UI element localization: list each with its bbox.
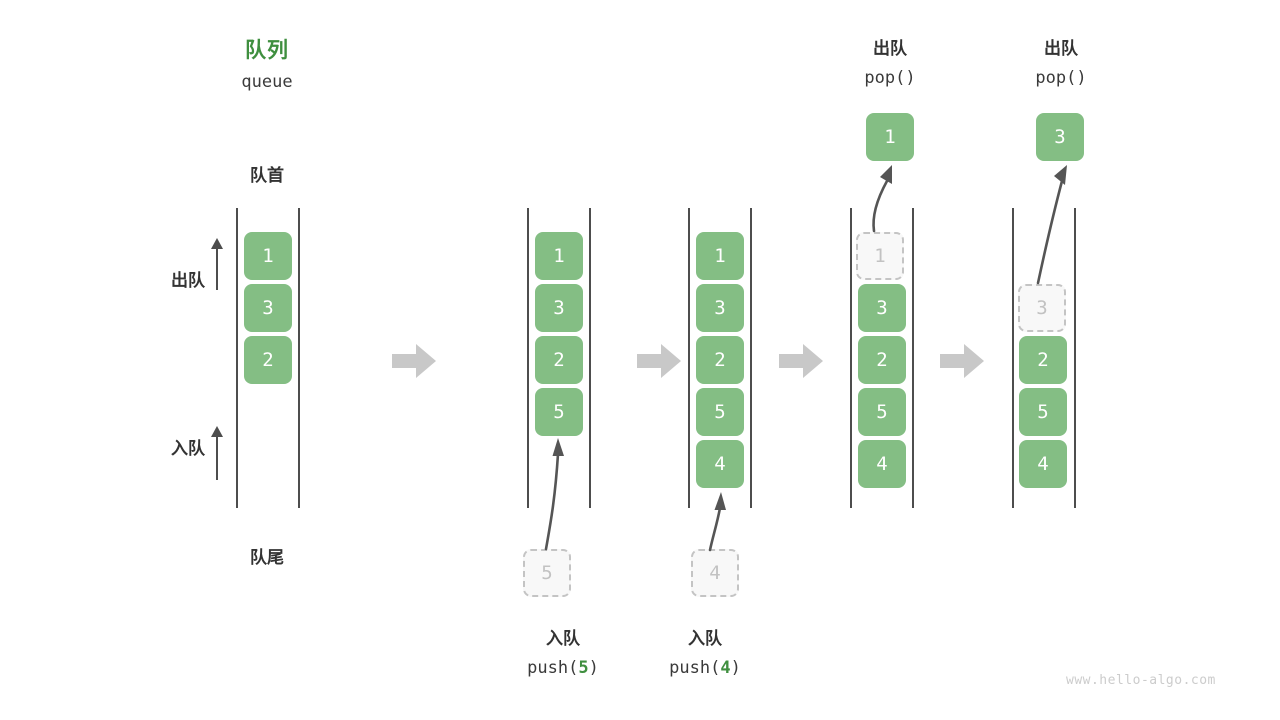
push-operation-code: push(5) [493,658,633,678]
queue-item-new: 4 [696,440,744,488]
queue-rail-left-stage-1 [236,208,238,508]
queue-item: 2 [858,336,906,384]
site-watermark: www.hello-algo.com [1066,673,1216,688]
queue-item: 5 [1019,388,1067,436]
dequeue-direction-label: 出队 [171,271,205,290]
queue-item: 5 [696,388,744,436]
queue-rail-right-stage-4 [912,208,914,508]
enqueue-direction-arrow-icon [209,426,225,480]
queue-item: 5 [858,388,906,436]
queue-item: 2 [1019,336,1067,384]
push-operation-label-cn: 入队 [688,629,722,648]
queue-rail-right-stage-2 [589,208,591,508]
step-arrow-icon [940,344,984,378]
push-code-suffix: ) [588,658,599,678]
push-code-prefix: push( [527,658,579,678]
push-motion-arrow-icon [698,490,734,552]
diagram-title-cn: 队列 [245,39,289,62]
queue-item-popped: 3 [1036,113,1084,161]
queue-rail-right-stage-5 [1074,208,1076,508]
pop-motion-arrow-icon [866,163,906,233]
push-operation-code: push(4) [635,658,775,678]
dequeue-direction-arrow-icon [209,238,225,290]
queue-rail-left-stage-2 [527,208,529,508]
queue-item: 1 [535,232,583,280]
queue-item: 2 [244,336,292,384]
queue-rail-left-stage-5 [1012,208,1014,508]
queue-rail-left-stage-4 [850,208,852,508]
queue-rail-left-stage-3 [688,208,690,508]
queue-head-label: 队首 [250,166,284,185]
queue-item: 3 [244,284,292,332]
step-arrow-icon [392,344,436,378]
queue-item-new: 5 [535,388,583,436]
push-code-arg: 4 [720,658,731,678]
queue-item-ghost-removed: 1 [856,232,904,280]
push-operation-label-cn: 入队 [546,629,580,648]
queue-item: 2 [696,336,744,384]
queue-item: 1 [244,232,292,280]
queue-item: 1 [696,232,744,280]
queue-item-ghost-removed: 3 [1018,284,1066,332]
queue-item: 2 [535,336,583,384]
queue-item: 3 [535,284,583,332]
push-code-prefix: push( [669,658,721,678]
queue-item-ghost-incoming: 4 [691,549,739,597]
push-motion-arrow-icon [530,436,570,551]
queue-item-ghost-incoming: 5 [523,549,571,597]
pop-operation-code: pop() [864,68,916,88]
queue-item: 4 [858,440,906,488]
queue-rail-right-stage-3 [750,208,752,508]
pop-operation-label-cn: 出队 [1044,39,1078,58]
pop-operation-code: pop() [1035,68,1087,88]
queue-item-popped: 1 [866,113,914,161]
pop-motion-arrow-icon [1030,163,1078,285]
step-arrow-icon [779,344,823,378]
queue-rail-right-stage-1 [298,208,300,508]
push-code-suffix: ) [730,658,741,678]
queue-tail-label: 队尾 [250,548,284,567]
pop-operation-label-cn: 出队 [873,39,907,58]
push-code-arg: 5 [578,658,589,678]
queue-item: 3 [858,284,906,332]
enqueue-direction-label: 入队 [171,439,205,458]
queue-item: 4 [1019,440,1067,488]
step-arrow-icon [637,344,681,378]
diagram-title-en: queue [241,72,293,92]
queue-item: 3 [696,284,744,332]
